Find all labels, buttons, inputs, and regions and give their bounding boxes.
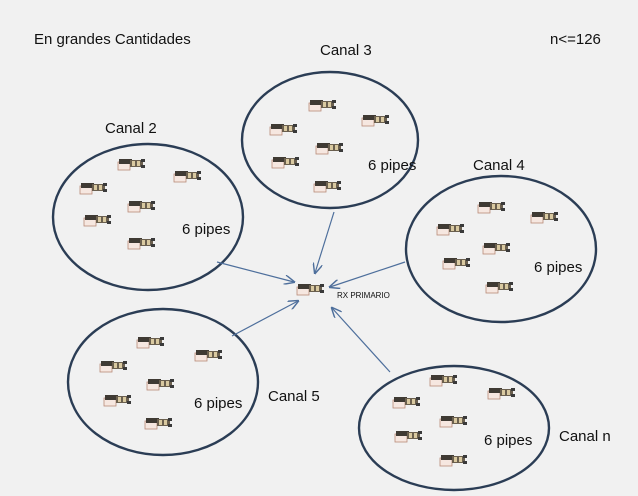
channel-name: Canal 2 — [105, 120, 157, 137]
arrow-canal-2 — [216, 261, 294, 282]
channel-ring — [240, 70, 420, 210]
radio-module-icon — [99, 336, 223, 430]
channel-ring — [357, 364, 551, 492]
radio-module-icon — [436, 201, 559, 294]
channel-pipes: 6 pipes — [484, 432, 532, 449]
channel-name: Canal 3 — [320, 42, 372, 59]
receiver-group: RX PRIMARIO — [296, 283, 390, 300]
channel-group-2: Canal 2 6 pipes — [51, 120, 245, 292]
arrow-canal-5 — [231, 301, 298, 337]
channel-name: Canal n — [559, 428, 611, 445]
radio-module-icon — [392, 374, 516, 467]
channel-name: Canal 4 — [473, 157, 525, 174]
radio-module-icon — [296, 283, 325, 296]
channel-pipes: 6 pipes — [182, 221, 230, 238]
channel-ring — [404, 174, 598, 324]
channel-group-3: Canal 3 6 pipes — [240, 42, 420, 210]
diagram-heading: En grandes Cantidades — [34, 31, 191, 48]
radio-module-icon — [269, 99, 390, 193]
arrow-canal-n — [332, 308, 391, 373]
channel-group-n: Canal n 6 pipes — [357, 364, 611, 492]
arrow-canal-3 — [315, 211, 335, 273]
channel-name: Canal 5 — [268, 388, 320, 405]
channel-group-4: Canal 4 6 pipes — [404, 157, 598, 324]
channel-pipes: 6 pipes — [194, 395, 242, 412]
receiver-label: RX PRIMARIO — [337, 291, 390, 300]
channel-ring — [51, 142, 245, 292]
connection-arrows — [216, 211, 406, 373]
channel-group-5: Canal 5 6 pipes — [66, 307, 320, 457]
channel-ring — [66, 307, 260, 457]
channel-limit: n<=126 — [550, 31, 601, 48]
arrow-canal-4 — [330, 261, 406, 287]
channel-pipes: 6 pipes — [534, 259, 582, 276]
channel-pipes: 6 pipes — [368, 157, 416, 174]
